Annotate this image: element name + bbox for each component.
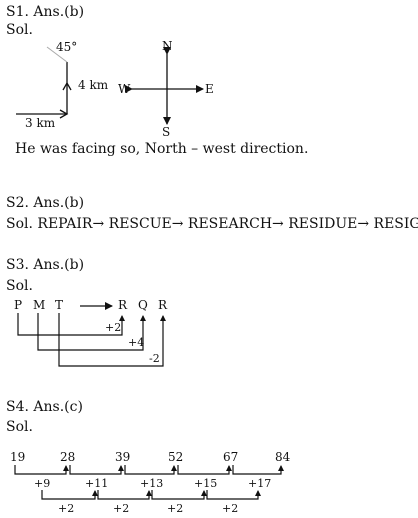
q3-shift-label: +4 [128, 336, 145, 349]
q4-first-diff-bracket [14, 465, 69, 475]
q1-compass-west: W [118, 82, 131, 96]
q1-sol-label: Sol. [6, 22, 33, 38]
q4-first-diff-bracket [124, 465, 177, 475]
q1-compass-north: N [162, 39, 173, 53]
q3-target-letter: R [158, 298, 168, 312]
q3-connector-p [17, 313, 125, 336]
q1-compass-south: S [162, 125, 171, 139]
q1-north-leg-label: 4 km [78, 78, 109, 92]
q3-source-letter: P [14, 298, 23, 312]
q4-second-diff: +2 [167, 502, 184, 515]
q4-sol-label: Sol. [6, 419, 33, 435]
q3-connector-t [58, 313, 166, 367]
q3-sol-label: Sol. [6, 278, 33, 294]
q1-angle-label: 45° [56, 40, 78, 54]
q3-shift-label: +2 [105, 321, 122, 334]
q3-connector-m [37, 313, 146, 351]
q4-series-term: 84 [275, 450, 291, 464]
q4-second-diff: +2 [222, 502, 239, 515]
q4-series-term: 52 [168, 450, 184, 464]
q4-series-term: 67 [223, 450, 239, 464]
q4-second-diff-bracket [151, 490, 207, 500]
q1-compass-east: E [205, 82, 214, 96]
q4-first-diff: +15 [194, 477, 218, 490]
q4-second-diff-bracket [97, 490, 152, 500]
q4-first-diff: +11 [85, 477, 109, 490]
q1-turn-line [46, 46, 68, 63]
q4-series-term: 19 [10, 450, 26, 464]
q3-heading: S3. Ans.(b) [6, 257, 85, 273]
q3-target-letter: Q [138, 298, 148, 312]
q4-second-diff-bracket [41, 490, 98, 500]
q2-sol-line: Sol. REPAIR→ RESCUE→ RESEARCH→ RESIDUE→ … [6, 216, 418, 232]
q4-first-diff-bracket [177, 465, 232, 475]
q4-series-term: 28 [60, 450, 76, 464]
q4-second-diff-bracket [206, 490, 261, 500]
q1-answer-text: He was facing so, North – west direction… [15, 141, 309, 157]
q4-first-diff: +9 [34, 477, 51, 490]
q4-first-diff-bracket [69, 465, 124, 475]
q4-second-diff: +2 [113, 502, 130, 515]
q4-second-diff: +2 [58, 502, 75, 515]
q4-first-diff: +13 [140, 477, 164, 490]
q3-target-letter: R [118, 298, 128, 312]
q1-east-leg-label: 3 km [25, 116, 56, 130]
q2-heading: S2. Ans.(b) [6, 195, 85, 211]
q3-shift-label: -2 [149, 352, 160, 365]
q4-series-term: 39 [115, 450, 131, 464]
q3-source-letter: M [33, 298, 46, 312]
q3-source-letter: T [55, 298, 64, 312]
q1-heading: S1. Ans.(b) [6, 4, 85, 20]
q4-first-diff-bracket [232, 465, 284, 475]
q1-east-arrowhead [59, 109, 69, 119]
q1-north-arrowhead [62, 81, 72, 91]
q4-first-diff: +17 [248, 477, 272, 490]
q4-heading: S4. Ans.(c) [6, 399, 83, 415]
